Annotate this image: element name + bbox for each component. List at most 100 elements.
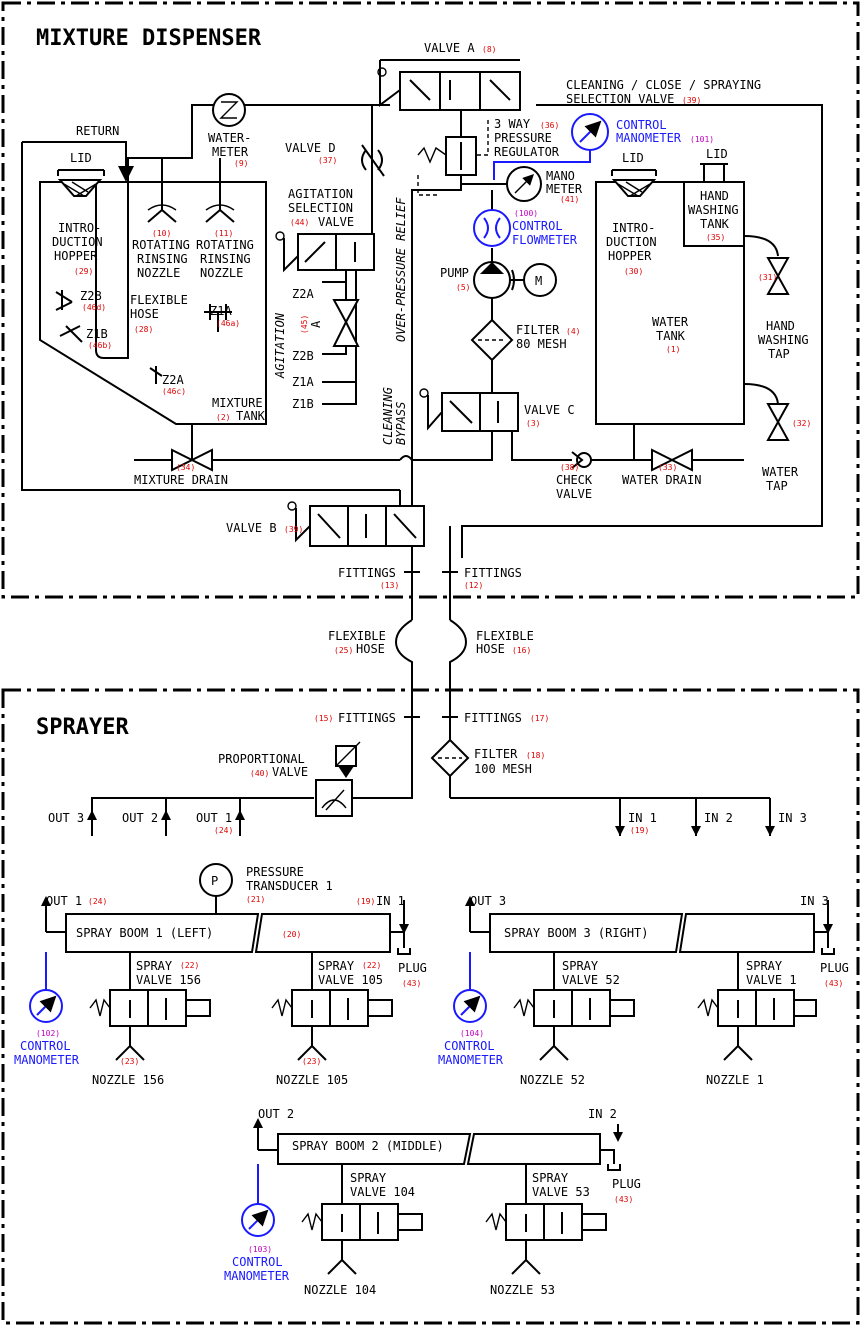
water-drain[interactable] [651, 448, 693, 472]
nozzle10-l1: ROTATING [132, 238, 190, 252]
spray-valve-53[interactable] [485, 1164, 607, 1275]
mano41-num: (41) [560, 195, 579, 204]
lid-2: LID [622, 151, 644, 165]
filter18-l1: FILTER [474, 747, 518, 761]
nozzle156-num: (23) [120, 1057, 139, 1066]
control-manometer-103 [241, 1203, 275, 1237]
filter-80-mesh [470, 318, 514, 362]
sv105-l2: VALVE 105 [318, 973, 383, 987]
water-tap[interactable] [766, 403, 790, 441]
watermeter [212, 93, 246, 127]
nozzle11-num: (11) [214, 229, 233, 238]
nozzle52-label: NOZZLE 52 [520, 1073, 585, 1087]
boom3-out: OUT 3 [470, 894, 506, 908]
plug1-label: PLUG [398, 961, 427, 975]
z1a-num: (46a) [216, 319, 240, 328]
control-manometer-104 [453, 989, 487, 1023]
hopper-29 [57, 169, 105, 197]
valve-b[interactable] [287, 501, 425, 547]
mixdrain-num: (34) [176, 463, 195, 472]
cm103-num: (103) [248, 1245, 272, 1254]
z-label-z1a: Z1A [292, 375, 314, 389]
boom1-in: IN 1 [376, 894, 405, 908]
agitation-selection-valve[interactable] [275, 231, 375, 273]
pump[interactable] [473, 261, 557, 299]
plug3-num: (43) [824, 979, 843, 988]
agit-l3: VALVE [318, 215, 354, 229]
sv156-l1: SPRAY [136, 959, 173, 973]
nozzle10-l2: RINSING [137, 252, 188, 266]
spray-valve-156[interactable] [89, 952, 211, 1061]
sprayer-title: SPRAYER [36, 715, 129, 740]
z-label-z1b: Z1B [292, 397, 314, 411]
rotating-nozzle-11 [205, 200, 235, 223]
watertap-l2: TAP [766, 479, 788, 493]
sv53-l1: SPRAY [532, 1171, 569, 1185]
selection-valve-num: (39) [682, 96, 701, 105]
check-valve[interactable] [571, 451, 592, 469]
z1b-jet-num: (46b) [88, 341, 112, 350]
spray-valve-52[interactable] [513, 952, 635, 1061]
nozzle53-label: NOZZLE 53 [490, 1283, 555, 1297]
ptrans-num: (21) [246, 895, 265, 904]
mixdrain-label: MIXTURE DRAIN [134, 473, 228, 487]
sprayer-frame [1, 688, 860, 1325]
in3-label: IN 3 [778, 811, 807, 825]
selection-valve-l2: SELECTION VALVE [566, 92, 674, 106]
out3-label: OUT 3 [48, 811, 84, 825]
fit13-num: (13) [380, 581, 399, 590]
hose16-num: (16) [512, 646, 531, 655]
nozzle156-label: NOZZLE 156 [92, 1073, 164, 1087]
valve-a[interactable] [377, 59, 521, 111]
in1-num: (19) [630, 826, 649, 835]
handtap-l2: WASHING [758, 333, 809, 347]
spray-valve-105[interactable] [271, 952, 393, 1061]
z2b-jet-num: (46d) [82, 303, 106, 312]
watertank-num: (1) [666, 345, 680, 354]
cleaning-bypass-l1: CLEANING [381, 387, 395, 445]
valve-c[interactable] [419, 388, 519, 432]
sv156-num: (22) [180, 961, 199, 970]
checkvalve-l1: CHECK [556, 473, 593, 487]
nozzle11-l2: RINSING [200, 252, 251, 266]
filter18-l2: 100 MESH [474, 762, 532, 776]
filter4-l1: FILTER [516, 323, 560, 337]
mixture-drain[interactable] [171, 448, 213, 472]
hose16-l2: HOSE [476, 642, 505, 656]
boom1-label: SPRAY BOOM 1 (LEFT) [76, 926, 213, 940]
hose25-num: (25) [334, 646, 353, 655]
hopper2-num: (30) [624, 267, 643, 276]
valve-d-label: VALVE D [285, 141, 336, 155]
hose25-l2: HOSE [356, 642, 385, 656]
boom1-innum: (19) [356, 897, 375, 906]
plug1-num: (43) [402, 979, 421, 988]
agitation-vertical: AGITATION [273, 312, 287, 379]
handtank-l2: WASHING [688, 203, 739, 217]
fit15-label: FITTINGS [338, 711, 396, 725]
z2a-jet: Z2A [162, 373, 184, 387]
ptrans-l1: PRESSURE [246, 865, 304, 879]
hopper1-l3: HOPPER [54, 249, 98, 263]
boom1-num: (20) [282, 930, 301, 939]
spray-boom-2 [277, 1133, 601, 1165]
valve-45[interactable] [332, 299, 360, 347]
spray-valve-1[interactable] [697, 952, 817, 1061]
watermeter-l2: METER [212, 145, 249, 159]
boom3-in: IN 3 [800, 894, 829, 908]
proportional-valve[interactable] [315, 741, 361, 817]
out1-num: (24) [214, 826, 233, 835]
flexhose28-l2: HOSE [130, 307, 159, 321]
reg-l1: 3 WAY [494, 117, 531, 131]
hopper2-l1: INTRO- [612, 221, 655, 235]
mixture-tank [39, 181, 267, 425]
spray-valve-104[interactable] [301, 1164, 423, 1275]
watertank-l2: TANK [656, 329, 686, 343]
valve-a-label: VALVE A [424, 41, 475, 55]
plug2-label: PLUG [612, 1177, 641, 1191]
hand-washing-tap[interactable] [766, 257, 790, 295]
cm103-l1: CONTROL [232, 1255, 283, 1269]
filter4-num: (4) [566, 327, 580, 336]
control-manometer-101 [571, 113, 609, 151]
spray-boom-3 [489, 913, 815, 953]
